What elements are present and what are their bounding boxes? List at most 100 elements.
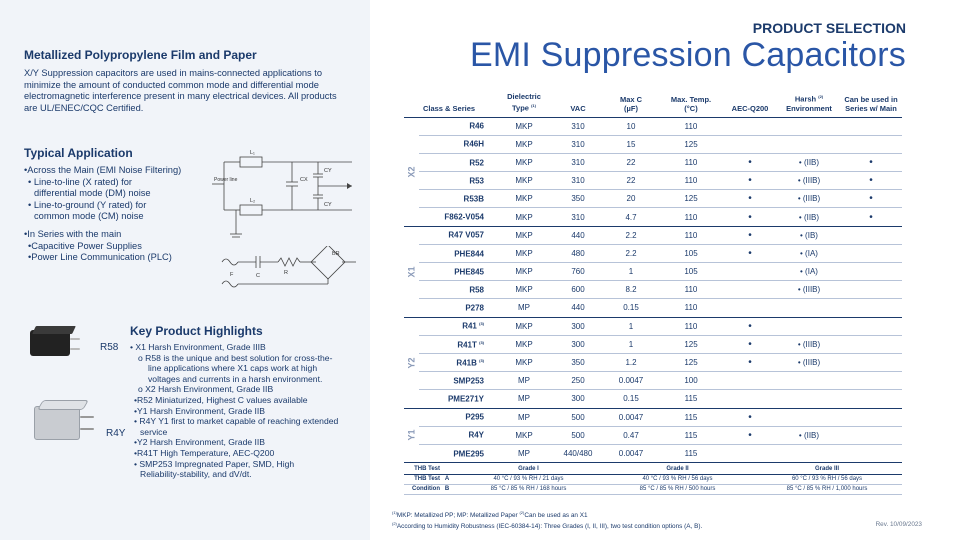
max-c-value: 0.15	[602, 389, 660, 409]
max-c-value: 0.47	[602, 426, 660, 445]
aec-q200-mark: •	[722, 171, 778, 191]
aec-q200-mark	[722, 371, 778, 391]
aec-q200-mark	[722, 262, 778, 282]
series-use-mark	[840, 426, 902, 445]
harsh-env-grade: • (IIIB)	[778, 171, 840, 191]
aec-q200-mark: •	[722, 317, 778, 336]
harsh-env-grade	[778, 389, 840, 409]
max-temp-value: 110	[660, 226, 722, 245]
harsh-env-grade: • (IIIB)	[778, 280, 840, 300]
max-temp-value: 110	[660, 153, 722, 173]
highlight-item: • X1 Harsh Environment, Grade IIIB	[130, 342, 266, 352]
max-temp-value: 105	[660, 262, 722, 282]
dielectric-type: MKP	[494, 226, 554, 245]
series-use-mark	[840, 226, 902, 245]
r58-capacitor-image	[24, 322, 80, 366]
typical-line: • Line-to-ground (Y rated) for	[28, 199, 147, 210]
left-panel	[0, 0, 370, 540]
series-name: R47 V057	[419, 226, 494, 245]
aec-q200-mark	[722, 444, 778, 464]
dielectric-type: MKP	[494, 117, 554, 136]
dielectric-type: MKP	[494, 335, 554, 354]
vac-value: 350	[554, 189, 602, 209]
col-maxc: Max C(µF)	[602, 90, 660, 118]
thb-cell: 40 °C / 93 % RH / 56 days	[603, 474, 752, 485]
thb-test-table: THB Test Grade I Grade II Grade III THB …	[404, 464, 902, 495]
aec-q200-mark: •	[722, 153, 778, 173]
thb-row-b: Condition B 85 °C / 85 % RH / 168 hours …	[404, 484, 902, 495]
cy-label: CY	[324, 168, 332, 174]
vac-value: 440	[554, 226, 602, 245]
aec-q200-mark	[722, 280, 778, 300]
highlights-heading: Key Product Highlights	[130, 324, 263, 338]
dielectric-type: MKP	[494, 135, 554, 154]
cy-label: CY	[324, 202, 332, 208]
intro-heading: Metallized Polypropylene Film and Paper	[24, 48, 257, 62]
vac-value: 350	[554, 353, 602, 373]
thb-cell: 85 °C / 85 % RH / 500 hours	[603, 484, 752, 495]
thb-grade3: Grade III	[752, 464, 902, 475]
col-aec: AEC-Q200	[722, 90, 778, 118]
arrow-icon	[347, 183, 352, 189]
aec-q200-mark: •	[722, 408, 778, 427]
r4y-label: R4Y	[106, 428, 126, 439]
vac-value: 310	[554, 117, 602, 136]
highlight-item: o X2 Harsh Environment, Grade IIB	[138, 384, 274, 395]
vac-value: 310	[554, 171, 602, 191]
max-temp-value: 105	[660, 244, 722, 264]
thb-option-b: B	[440, 484, 454, 495]
series-use-mark	[840, 117, 902, 136]
series-name: R53B	[419, 189, 494, 209]
series-use-mark	[840, 371, 902, 391]
series-use-mark	[840, 262, 902, 282]
series-name: F862-V054	[419, 207, 494, 227]
dielectric-type: MKP	[494, 189, 554, 209]
col-maxtemp: Max. Temp.(°C)	[660, 90, 722, 118]
harsh-env-grade: • (IIIB)	[778, 335, 840, 354]
max-temp-value: 115	[660, 426, 722, 445]
typical-line: differential mode (DM) noise	[34, 188, 151, 199]
thb-grade1: Grade I	[454, 464, 603, 475]
aec-q200-mark: •	[722, 189, 778, 209]
thb-cell: 40 °C / 93 % RH / 21 days	[454, 474, 603, 485]
max-temp-value: 125	[660, 353, 722, 373]
max-c-value: 10	[602, 117, 660, 136]
series-use-mark: •	[840, 189, 902, 209]
dielectric-type: MKP	[494, 207, 554, 227]
aec-q200-mark: •	[722, 244, 778, 264]
vac-value: 300	[554, 389, 602, 409]
highlight-item: voltages and currents in a harsh environ…	[148, 373, 323, 384]
vac-value: 760	[554, 262, 602, 282]
max-temp-value: 115	[660, 444, 722, 464]
r4y-capacitor-image	[30, 396, 96, 454]
highlights-list: • X1 Harsh Environment, Grade IIIB o R58…	[130, 342, 360, 480]
r-label: R	[284, 270, 288, 276]
max-temp-value: 125	[660, 189, 722, 209]
max-c-value: 1.2	[602, 353, 660, 373]
dielectric-type: MP	[494, 371, 554, 391]
dielectric-type: MP	[494, 298, 554, 318]
harsh-env-grade	[778, 408, 840, 427]
typical-heading: Typical Application	[24, 146, 133, 160]
highlight-item: • SMP253 Impregnated Paper, SMD, High	[134, 458, 295, 469]
max-c-value: 15	[602, 135, 660, 154]
series-name: R46H	[419, 135, 494, 154]
harsh-env-grade: • (IIB)	[778, 153, 840, 173]
max-temp-value: 100	[660, 371, 722, 391]
col-class: Class & Series	[404, 90, 494, 118]
harsh-env-grade: • (IA)	[778, 244, 840, 264]
max-c-value: 1	[602, 317, 660, 336]
highlight-item: • R4Y Y1 first to market capable of reac…	[134, 416, 339, 427]
thb-cell: 85 °C / 85 % RH / 1,000 hours	[752, 484, 902, 495]
f-label: F	[230, 272, 234, 278]
dielectric-type: MKP	[494, 317, 554, 336]
